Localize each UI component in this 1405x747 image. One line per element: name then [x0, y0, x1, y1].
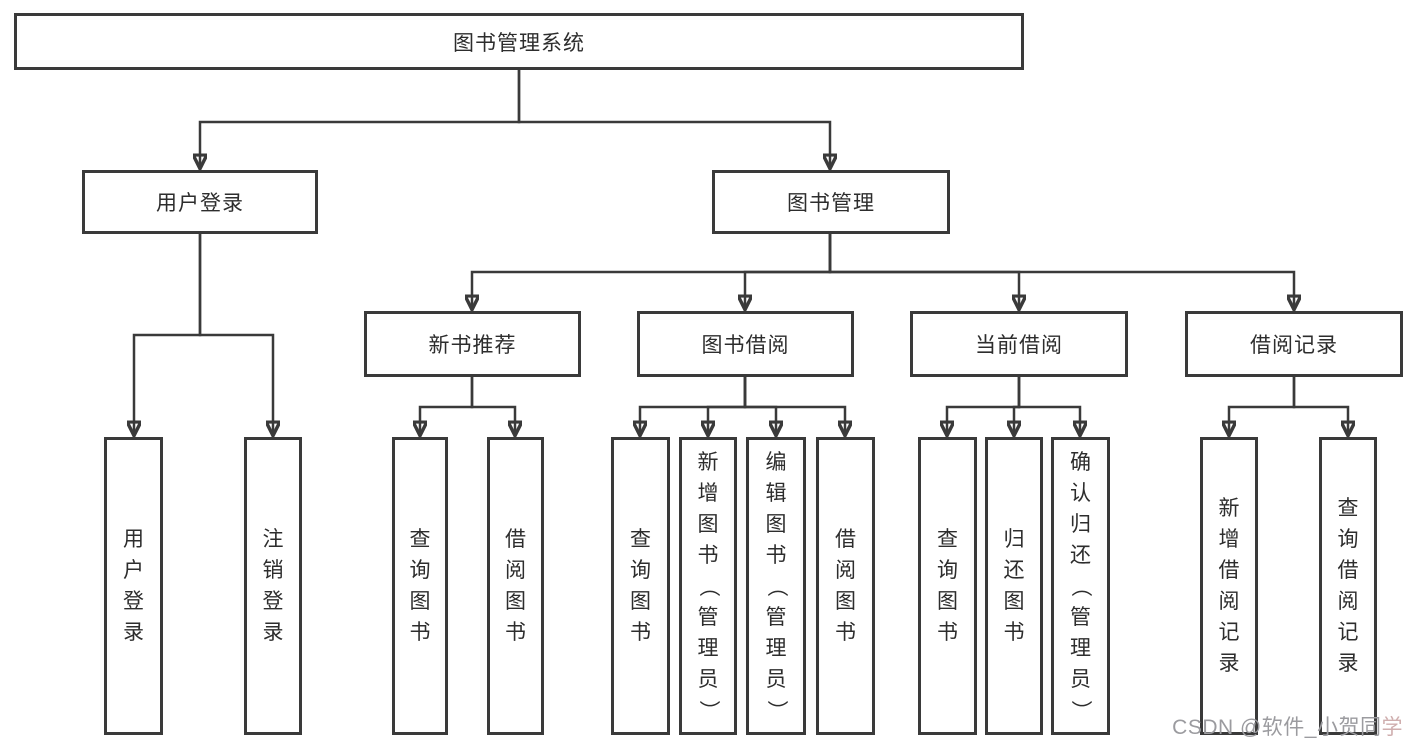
node-library-management-system: 图书管理系统 — [14, 13, 1024, 70]
leaf-user-login: 用户登录 — [104, 437, 163, 735]
node-user-login: 用户登录 — [82, 170, 318, 234]
leaf-query-books-current: 查询图书 — [918, 437, 977, 735]
leaf-logout: 注销登录 — [244, 437, 302, 735]
node-borrow-records: 借阅记录 — [1185, 311, 1403, 377]
leaf-confirm-return-admin: 确认归还（管理员） — [1051, 437, 1110, 735]
watermark-accent-text: 学 — [1381, 716, 1403, 739]
leaf-query-books-borrow: 查询图书 — [611, 437, 670, 735]
leaf-edit-book-admin: 编辑图书（管理员） — [746, 437, 806, 735]
watermark: CSDN @软件_小贺同学 — [1172, 711, 1403, 741]
leaf-query-borrow-record: 查询借阅记录 — [1319, 437, 1377, 735]
node-book-management: 图书管理 — [712, 170, 950, 234]
leaf-add-borrow-record: 新增借阅记录 — [1200, 437, 1258, 735]
leaf-query-books-recommend: 查询图书 — [392, 437, 448, 735]
node-book-borrow: 图书借阅 — [637, 311, 854, 377]
leaf-add-book-admin: 新增图书（管理员） — [679, 437, 737, 735]
leaf-borrow-books-borrow: 借阅图书 — [816, 437, 875, 735]
watermark-text: CSDN @软件_小贺同 — [1172, 716, 1382, 739]
node-current-borrow: 当前借阅 — [910, 311, 1128, 377]
node-new-book-recommend: 新书推荐 — [364, 311, 581, 377]
leaf-borrow-books-recommend: 借阅图书 — [487, 437, 544, 735]
leaf-return-book: 归还图书 — [985, 437, 1043, 735]
